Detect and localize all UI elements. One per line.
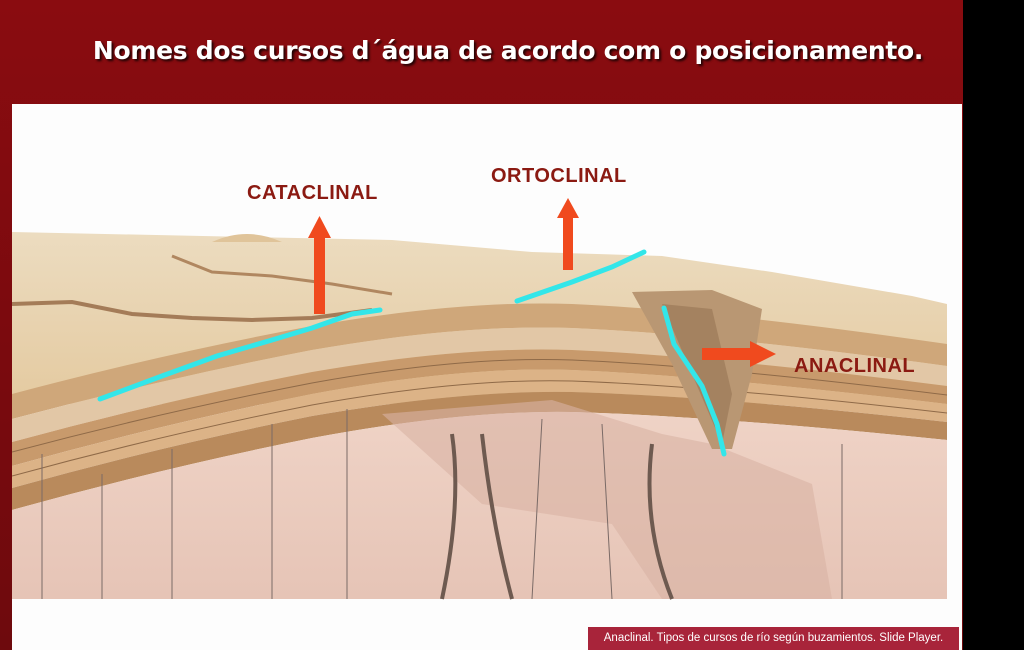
ortoclinal-river [514, 249, 647, 304]
image-caption: Anaclinal. Tipos de cursos de río según … [588, 627, 959, 650]
geologic-block-diagram [12, 232, 948, 600]
cliff-edge [12, 299, 373, 323]
cataclinal-river [97, 307, 383, 402]
cataclinal-arrow-icon [308, 216, 331, 314]
intrusion [382, 400, 832, 599]
ortoclinal-label: ORTOCLINAL [491, 165, 627, 187]
arrows-layer [308, 198, 776, 367]
cataclinal-label: CATACLINAL [247, 182, 378, 204]
root-veins [440, 433, 674, 600]
stratum-line-b [12, 380, 948, 477]
ortoclinal-arrow-icon [557, 198, 579, 270]
anaclinal-arrow-icon [702, 341, 776, 367]
anaclinal-label: ANACLINAL [794, 355, 916, 377]
plateau-hill [212, 234, 282, 242]
geology-illustration: CATACLINAL ORTOCLINAL ANACLINAL [12, 104, 962, 650]
slide-title: Nomes dos cursos d´água de acordo com o … [92, 36, 924, 65]
stratum-5 [12, 391, 947, 510]
vertical-fault-lines [41, 409, 843, 600]
scarp-line [171, 254, 393, 296]
anaclinal-river [661, 305, 727, 457]
